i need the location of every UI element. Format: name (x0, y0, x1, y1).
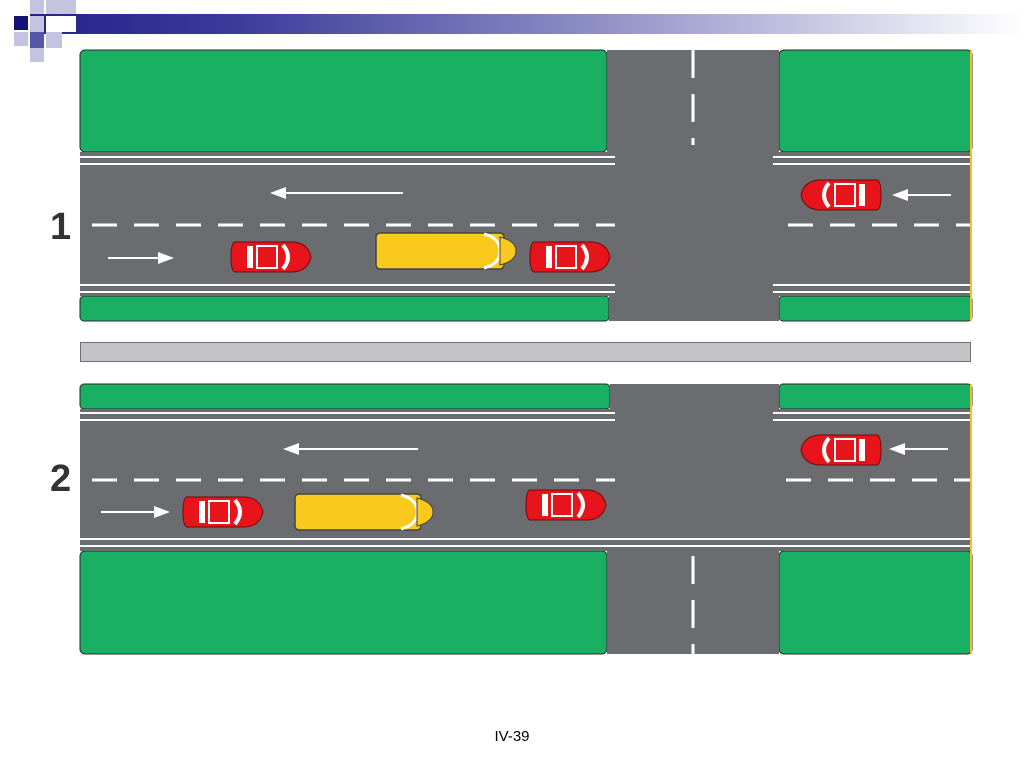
panel-1-scene (79, 49, 973, 322)
direction-arrow-icon (889, 443, 948, 455)
panel-label-2: 2 (50, 458, 72, 500)
direction-arrow-icon (270, 187, 403, 199)
grass-bottom-left (79, 550, 608, 655)
car-icon (529, 241, 611, 273)
car-icon (525, 489, 607, 521)
cross-road-bottom (609, 296, 779, 321)
slide-number: IV-39 (494, 728, 530, 745)
cross-road-top (610, 384, 779, 409)
bus-icon (375, 232, 517, 270)
panel-divider (80, 342, 971, 362)
car-icon (182, 496, 264, 528)
grass-top-right (778, 383, 973, 410)
direction-arrow-icon (283, 443, 418, 455)
bus-icon (294, 493, 434, 531)
car-icon (800, 434, 882, 466)
direction-arrow-icon (101, 506, 170, 518)
car-icon (230, 241, 312, 273)
panel-label-1: 1 (50, 206, 72, 248)
car-icon (800, 179, 882, 211)
header-gradient-bar (30, 14, 1024, 34)
direction-arrow-icon (108, 252, 174, 264)
panel-2-scene (79, 383, 973, 655)
grass-bottom-right (778, 550, 973, 655)
direction-arrow-icon (892, 189, 951, 201)
grass-top-left (79, 383, 611, 410)
